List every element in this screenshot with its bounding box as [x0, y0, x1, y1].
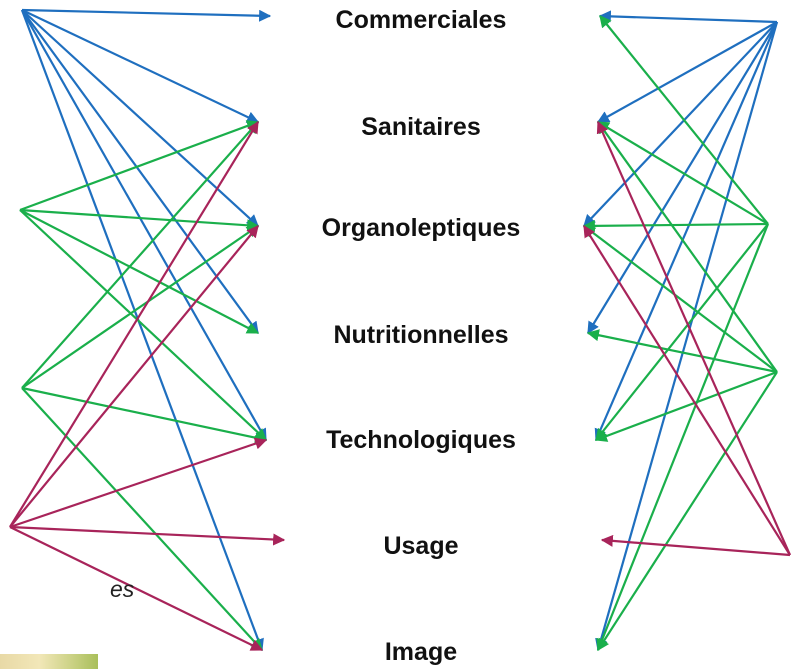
arrow-right-blue-to-commerciales	[598, 10, 778, 24]
category-commerciales: Commerciales	[335, 6, 507, 34]
arrow-left-green-to-technologiques	[19, 209, 267, 441]
arrow-left-red-to-sanitaires	[9, 120, 259, 528]
arrow-right-green-to-image	[597, 371, 778, 652]
arrow-right-blue-to-sanitaires	[596, 21, 778, 123]
arrow-right-green-to-commerciales	[599, 15, 769, 225]
arrow-left-green-to-sanitaires	[21, 121, 259, 389]
arrow-left-blue-to-commerciales	[21, 8, 272, 22]
category-nutritionnelles: Nutritionnelles	[333, 321, 509, 349]
arrow-left-red-to-organoleptiques	[9, 225, 259, 528]
arrow-left-blue-to-organoleptiques	[21, 9, 259, 227]
category-technologiques: Technologiques	[326, 426, 516, 454]
category-image: Image	[384, 638, 458, 666]
cropped-text-fragment: es	[110, 576, 135, 602]
arrow-right-red-to-organoleptiques	[583, 224, 791, 556]
arrow-left-red-to-usage	[9, 525, 286, 546]
arrow-left-green-to-nutritionnelles	[19, 209, 260, 334]
arrow-left-green-to-technologiques	[21, 386, 268, 444]
cropped-food-image	[0, 654, 98, 669]
category-organoleptiques: Organoleptiques	[321, 214, 521, 242]
arrow-right-blue-to-image	[595, 21, 779, 652]
arrow-left-green-to-organoleptiques	[19, 208, 260, 232]
arrow-right-red-to-sanitaires	[596, 120, 792, 556]
arrow-left-green-to-image	[21, 387, 263, 651]
arrow-right-green-to-image	[596, 223, 770, 652]
arrow-right-green-to-organoleptiques	[582, 219, 769, 232]
arrow-right-blue-to-technologiques	[594, 21, 779, 442]
category-sanitaires: Sanitaires	[361, 113, 481, 141]
arrow-left-blue-to-technologiques	[21, 9, 267, 442]
arrow-left-blue-to-sanitaires	[21, 9, 260, 123]
category-usage: Usage	[383, 532, 459, 560]
arrow-left-blue-to-image	[20, 9, 264, 652]
arrow-left-green-to-sanitaires	[19, 120, 260, 212]
arrow-left-blue-to-nutritionnelles	[21, 9, 259, 334]
arrow-right-blue-to-organoleptiques	[583, 21, 778, 227]
arrow-left-red-to-image	[9, 526, 264, 651]
arrow-left-green-to-organoleptiques	[21, 225, 259, 389]
arrow-right-green-to-sanitaires	[596, 121, 769, 225]
arrow-right-blue-to-nutritionnelles	[587, 21, 778, 335]
arrow-right-green-to-sanitaires	[597, 121, 778, 373]
arrow-right-green-to-organoleptiques	[583, 225, 778, 373]
arrow-right-green-to-nutritionnelles	[586, 329, 778, 374]
arrow-right-green-to-technologiques	[595, 223, 769, 441]
arrow-left-red-to-technologiques	[9, 437, 268, 529]
arrow-right-red-to-usage	[600, 534, 791, 557]
arrow-right-green-to-technologiques	[594, 370, 778, 442]
